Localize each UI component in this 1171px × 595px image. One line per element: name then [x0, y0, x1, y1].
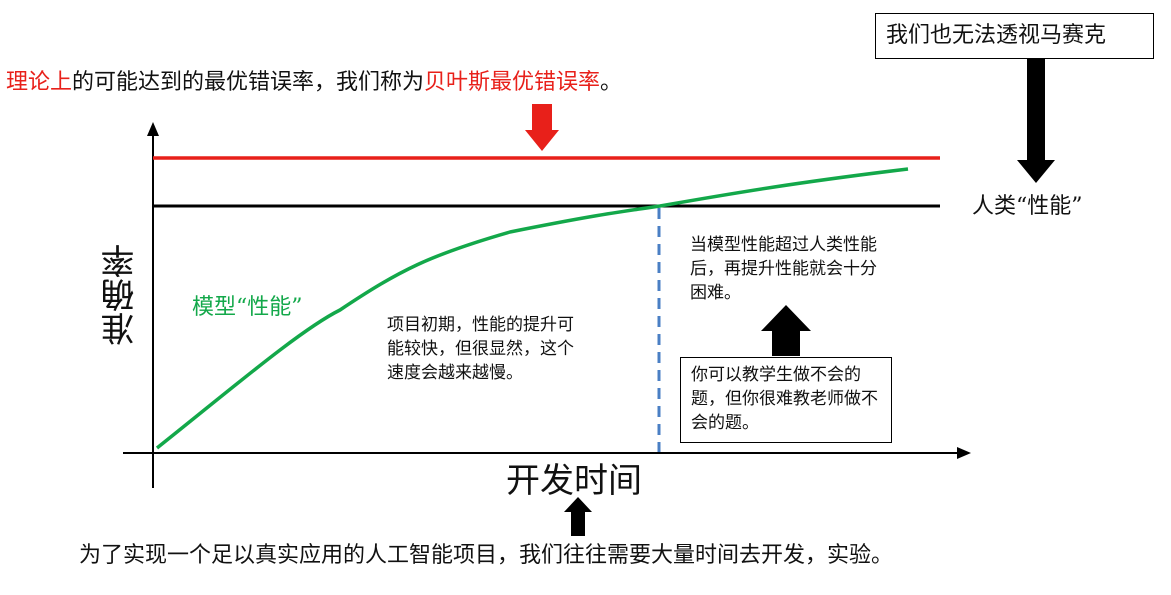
- human-performance-label: 人类“性能”: [972, 194, 1083, 219]
- x-axis-arrowhead: [957, 447, 971, 459]
- top-caption: 理论上的可能达到的最优错误率，我们称为贝叶斯最优错误率。: [6, 72, 622, 94]
- model-performance-curve: [155, 167, 909, 450]
- model-performance-label: 模型“性能”: [192, 295, 303, 320]
- top-caption-text-1: 的可能达到的最优错误率，我们称为: [72, 70, 425, 95]
- x-axis-label: 开发时间: [506, 461, 642, 501]
- y-axis-arrowhead: [147, 122, 159, 136]
- teacher-analogy-box: 你可以教学生做不会的题，但你很难教老师做不会的题。: [680, 357, 892, 443]
- late-phase-note: 当模型性能超过人类性能后，再提升性能就会十分困难。: [690, 235, 877, 303]
- top-caption-highlight-1: 理论上: [6, 70, 73, 95]
- human-box-arrow-icon: [1017, 56, 1055, 183]
- bottom-caption: 为了实现一个足以真实应用的人工智能项目，我们往往需要大量时间去开发，实验。: [79, 543, 894, 568]
- teacher-arrow-icon: [761, 305, 811, 356]
- teacher-analogy-text: 你可以教学生做不会的题，但你很难教老师做不会的题。: [691, 365, 878, 433]
- bottom-arrow-icon: [564, 497, 592, 536]
- human-limit-box-text: 我们也无法透视马赛克: [886, 23, 1107, 48]
- top-caption-text-2: 。: [600, 70, 623, 95]
- bayes-arrow-icon: [525, 104, 559, 151]
- y-axis-label: 准确率: [101, 244, 141, 346]
- early-phase-note: 项目初期，性能的提升可能较快，但很显然，这个速度会越来越慢。: [387, 315, 574, 383]
- top-caption-highlight-2: 贝叶斯最优错误率: [424, 70, 601, 95]
- human-limit-box: 我们也无法透视马赛克: [875, 13, 1154, 59]
